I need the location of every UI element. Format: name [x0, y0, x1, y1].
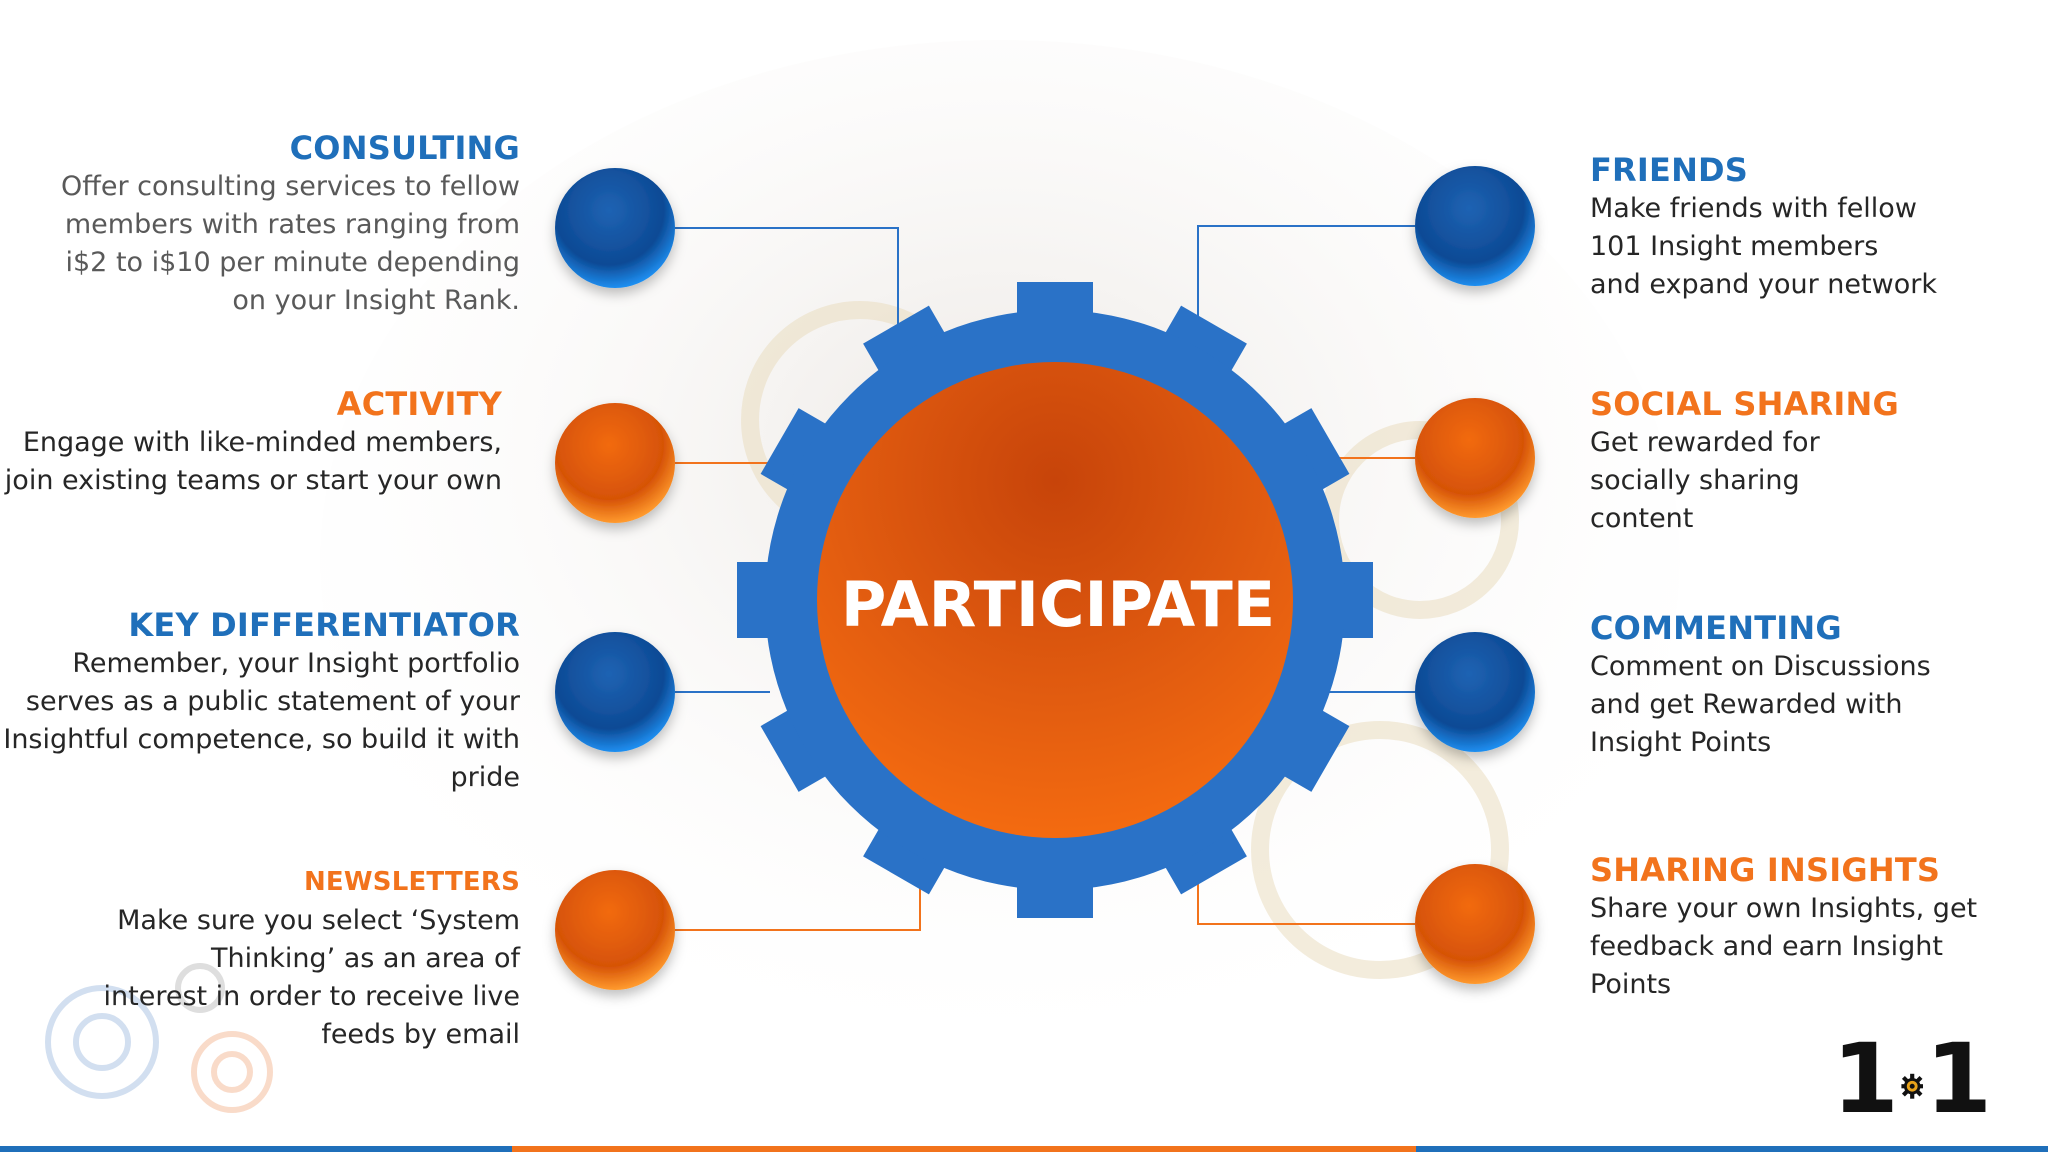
item-activity: ACTIVITY Engage with like-minded members… [0, 384, 502, 500]
item-social-sharing: SOCIAL SHARING Get rewarded for socially… [1590, 384, 2048, 538]
connector-sharing-insights [1197, 874, 1415, 925]
item-title: NEWSLETTERS [303, 867, 520, 897]
bottom-bar-blue-left [0, 1146, 512, 1152]
item-title: COMMENTING [1590, 609, 1842, 647]
item-description: Get rewarded for socially sharing conten… [1590, 427, 1820, 534]
item-title: FRIENDS [1590, 151, 1749, 189]
node-commenting [1415, 632, 1535, 752]
item-description: Remember, your Insight portfolio serves … [3, 648, 520, 793]
item-title: SHARING INSIGHTS [1590, 851, 1941, 889]
brand-logo: 1 1 [1832, 1024, 1992, 1134]
center-circle [817, 362, 1293, 838]
node-activity [555, 403, 675, 523]
item-description: Engage with like-minded members, join ex… [4, 427, 502, 496]
item-title: ACTIVITY [336, 385, 502, 423]
item-title: KEY DIFFERENTIATOR [128, 606, 520, 644]
logo-digit: 1 [1832, 1023, 1899, 1135]
item-friends: FRIENDS Make friends with fellow 101 Ins… [1590, 150, 2048, 304]
item-title: SOCIAL SHARING [1590, 385, 1899, 423]
node-friends [1415, 166, 1535, 286]
node-balls [555, 166, 1535, 990]
node-consulting [555, 168, 675, 288]
bottom-bar-orange [512, 1146, 1416, 1152]
connector-newsletters [675, 880, 921, 931]
item-description: Comment on Discussions and get Rewarded … [1590, 651, 1931, 758]
center-gear-icon [737, 282, 1373, 918]
center-label: PARTICIPATE [840, 568, 1276, 641]
item-description: Offer consulting services to fellow memb… [61, 171, 520, 316]
logo-cog-icon [1901, 1073, 1923, 1099]
bottom-bar-blue-right [1416, 1146, 2048, 1152]
item-description: Make friends with fellow 101 Insight mem… [1590, 193, 1937, 300]
item-key-differentiator: KEY DIFFERENTIATOR Remember, your Insigh… [0, 605, 520, 797]
item-consulting: CONSULTING Offer consulting services to … [0, 128, 520, 320]
node-key-differentiator [555, 632, 675, 752]
connector-consulting [675, 227, 899, 330]
node-sharing-insights [1415, 864, 1535, 984]
connector-friends [1197, 225, 1415, 330]
item-title: CONSULTING [289, 129, 520, 167]
item-newsletters: NEWSLETTERS Make sure you select ‘System… [0, 862, 520, 1054]
item-description: Share your own Insights, get feedback an… [1590, 893, 1978, 1000]
item-description: Make sure you select ‘System Thinking’ a… [103, 905, 520, 1050]
node-newsletters [555, 870, 675, 990]
connector-lines [675, 225, 1415, 931]
item-commenting: COMMENTING Comment on Discussions and ge… [1590, 608, 2048, 762]
logo-digit: 1 [1925, 1023, 1992, 1135]
node-social-sharing [1415, 398, 1535, 518]
corner-gears-icon [45, 963, 273, 1113]
item-sharing-insights: SHARING INSIGHTS Share your own Insights… [1590, 850, 2048, 1004]
